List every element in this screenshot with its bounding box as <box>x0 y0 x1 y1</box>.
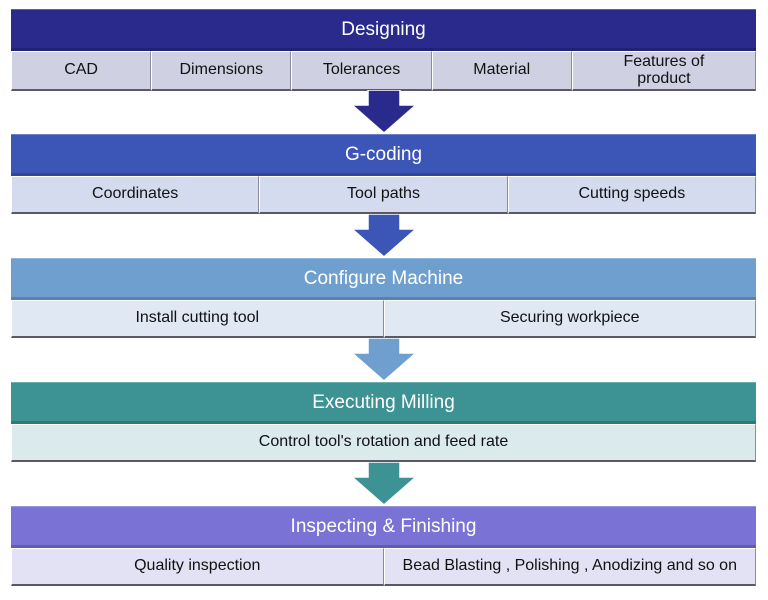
stage-item-tolerances: Tolerances <box>291 51 432 91</box>
stage-item-features-of-product: Features of product <box>571 51 757 91</box>
stage-item-dimensions: Dimensions <box>151 51 292 91</box>
stage-item-material: Material <box>431 51 572 91</box>
stage-item-control-tool-rotation: Control tool's rotation and feed rate <box>11 424 756 462</box>
stage-item-coordinates: Coordinates <box>11 176 260 214</box>
stage-item-tool-paths: Tool paths <box>259 176 508 214</box>
flow-arrow-4 <box>350 462 418 506</box>
stage-header-inspecting-finishing: Inspecting & Finishing <box>11 506 756 549</box>
flow-arrow-1-shape <box>350 90 418 134</box>
stage-item-securing-workpiece: Securing workpiece <box>383 300 756 338</box>
flow-arrow-3-shape <box>350 338 418 382</box>
stage-header-designing: Designing <box>11 9 756 52</box>
stage-item-cad: CAD <box>11 51 152 91</box>
stage-item-cutting-speeds: Cutting speeds <box>507 176 756 214</box>
stage-row-executing-milling: Control tool's rotation and feed rate <box>11 424 756 462</box>
stage-item-install-cutting-tool: Install cutting tool <box>11 300 384 338</box>
stage-item-finishing-processes: Bead Blasting , Polishing , Anodizing an… <box>383 548 756 586</box>
flow-arrow-1 <box>350 90 418 134</box>
stage-item-quality-inspection: Quality inspection <box>11 548 384 586</box>
flow-arrow-3 <box>350 338 418 382</box>
stage-row-designing: CAD Dimensions Tolerances Material Featu… <box>11 51 757 91</box>
stage-header-configure-machine: Configure Machine <box>11 258 756 301</box>
stage-header-g-coding: G-coding <box>11 134 756 177</box>
flow-arrow-4-shape <box>350 462 418 506</box>
stage-row-configure-machine: Install cutting tool Securing workpiece <box>11 300 756 338</box>
stage-row-inspecting-finishing: Quality inspection Bead Blasting , Polis… <box>11 548 756 586</box>
stage-row-g-coding: Coordinates Tool paths Cutting speeds <box>11 176 756 214</box>
flow-arrow-2-shape <box>350 214 418 258</box>
flow-arrow-2 <box>350 214 418 258</box>
stage-header-executing-milling: Executing Milling <box>11 382 756 425</box>
